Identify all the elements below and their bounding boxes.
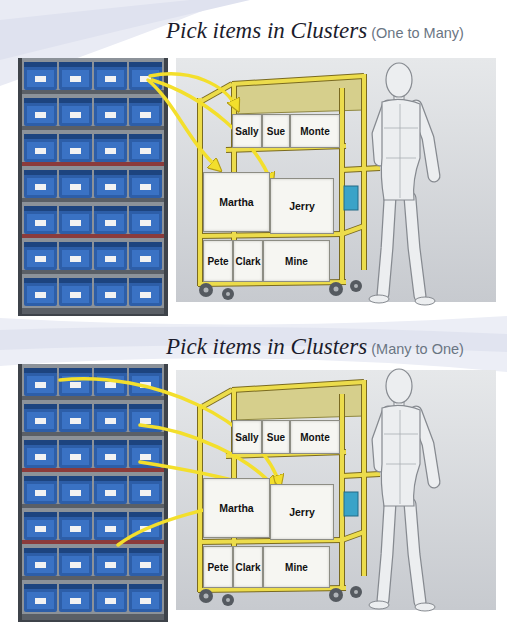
pick-arrows xyxy=(60,379,280,545)
cart-bin: Jerry xyxy=(270,178,334,234)
illustration-part xyxy=(18,58,168,316)
cart-bin: Pete xyxy=(203,240,233,282)
cart-bin: Sally xyxy=(232,114,262,148)
panel-subtitle: (Many to One) xyxy=(371,341,464,357)
bin-name: Clark xyxy=(235,562,260,573)
panel-title: Pick items in Clusters xyxy=(166,334,367,359)
cart-bin: Clark xyxy=(233,546,263,588)
cart-scene-part xyxy=(198,380,380,606)
bin-name: Jerry xyxy=(289,201,315,212)
cart-scene-part xyxy=(369,369,435,611)
pick-arrow xyxy=(60,379,280,486)
bin-name: Sally xyxy=(235,432,258,443)
bin-name: Martha xyxy=(219,197,253,208)
cart-bin: Sue xyxy=(262,114,290,148)
cart-bin: Martha xyxy=(203,172,270,232)
bin-name: Sue xyxy=(267,126,285,137)
bin-name: Jerry xyxy=(289,507,315,518)
cart-bin: Mine xyxy=(263,546,330,588)
bin-name: Martha xyxy=(219,503,253,514)
bin-name: Monte xyxy=(300,126,329,137)
cart-bin: Sue xyxy=(262,420,290,454)
bin-name: Pete xyxy=(207,256,228,267)
cart-bin: Monte xyxy=(290,114,340,148)
pick-arrows xyxy=(148,74,272,184)
pick-arrow xyxy=(150,74,238,110)
panel-title: Pick items in Clusters xyxy=(166,18,367,43)
cart-bin: Monte xyxy=(290,420,340,454)
bin-name: Pete xyxy=(207,562,228,573)
pick-arrow xyxy=(152,80,272,184)
cart-scene-part xyxy=(198,74,380,300)
heading-line: Pick items in Clusters(Many to One) xyxy=(166,334,464,360)
heading-line: Pick items in Clusters(One to Many) xyxy=(166,18,464,44)
cart-bin: Pete xyxy=(203,546,233,588)
cart-panel xyxy=(176,58,496,302)
cart-scene xyxy=(198,369,435,611)
bin-name: Mine xyxy=(285,256,308,267)
background-swoosh xyxy=(0,316,507,372)
illustration-part xyxy=(18,364,168,622)
bin-name: Sally xyxy=(235,126,258,137)
cart-scene-part xyxy=(369,63,435,305)
cart-bin: Mine xyxy=(263,240,330,282)
bin-name: Mine xyxy=(285,562,308,573)
cart-panel xyxy=(176,370,496,610)
bin-name: Monte xyxy=(300,432,329,443)
bin-name: Clark xyxy=(235,256,260,267)
panel-subtitle: (One to Many) xyxy=(371,25,464,41)
cart-bin: Martha xyxy=(203,478,270,538)
cart-bin: Jerry xyxy=(270,484,334,540)
cart-bin: Sally xyxy=(232,420,262,454)
bin-name: Sue xyxy=(267,432,285,443)
cart-bin: Clark xyxy=(233,240,263,282)
